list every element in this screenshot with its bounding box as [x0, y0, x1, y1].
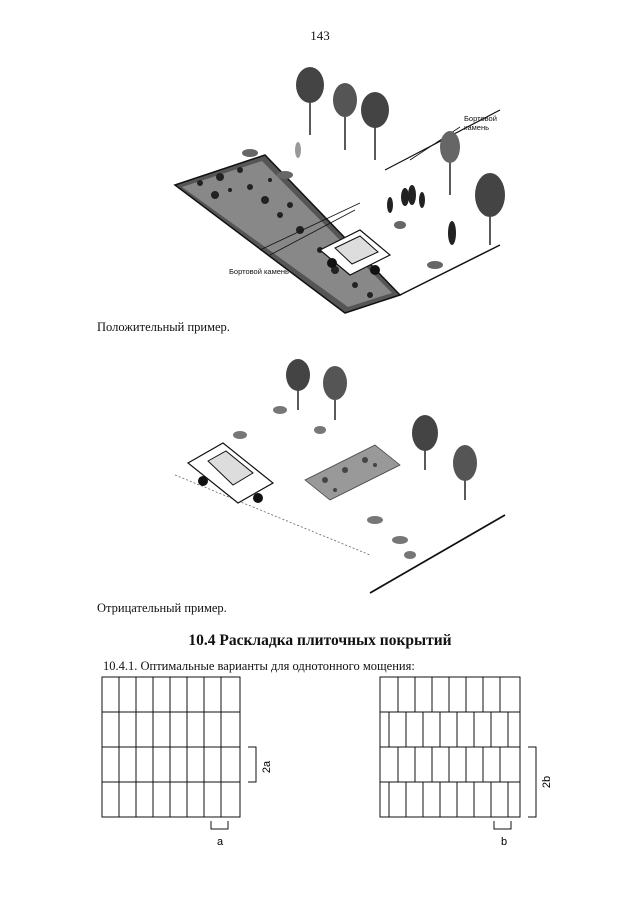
curb-label-top-line2: камень: [464, 123, 489, 132]
paving-layout-stack-bond: 2a a: [101, 676, 273, 848]
subsection-heading: 10.4.1. Оптимальные варианты для однотон…: [103, 659, 415, 673]
section-title: 10.4 Раскладка плиточных покрытий: [188, 632, 452, 649]
paving-layout-running-bond: 2b b: [379, 676, 553, 848]
caption-positive-example: Положительный пример.: [97, 320, 230, 334]
unit-label-a: a: [217, 836, 224, 848]
unit-label-b: b: [501, 836, 507, 848]
positive-example-illustration: [173, 67, 505, 314]
curb-label-top-line1: Бортовой: [464, 114, 497, 123]
dimension-label-2b: 2b: [541, 776, 553, 788]
caption-negative-example: Отрицательный пример.: [97, 601, 227, 615]
car-positive: [318, 229, 392, 276]
curb-label-top: Бортовой камень: [464, 114, 497, 132]
negative-example-illustration: [174, 359, 506, 594]
curb-label-bottom: Бортовой камень: [229, 267, 289, 276]
page-number: 143: [310, 28, 330, 43]
car-negative: [186, 442, 275, 504]
dimension-label-2a: 2a: [261, 760, 273, 773]
